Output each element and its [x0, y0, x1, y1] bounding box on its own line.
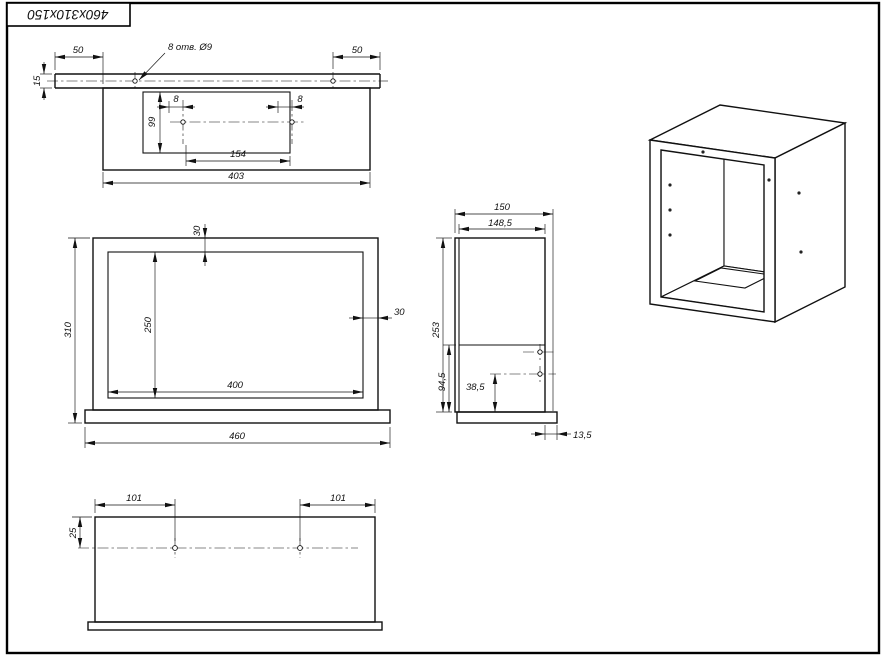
dim-label-154: 154 [230, 149, 246, 160]
iso-right-face [774, 121, 846, 324]
cutout-hole-left [180, 119, 186, 125]
iso-side-hole-dot [797, 191, 801, 195]
dim-label-400: 400 [227, 380, 244, 391]
dim-label-30-right: 30 [394, 307, 405, 318]
dim-label-250: 250 [143, 316, 154, 334]
title-size-label: 460x310x150 [27, 7, 109, 22]
front-view: 30 310 250 30 400 460 [63, 224, 405, 448]
dim-label-101-right: 101 [330, 493, 346, 504]
side-view-flange [456, 411, 558, 424]
dim-label-8-left: 8 [173, 94, 179, 105]
dim-label-15: 15 [32, 75, 43, 86]
side-hole-upper [537, 349, 543, 355]
iso-floor-cutout [693, 267, 764, 289]
sheet-frame: 460x310x150 [5, 1, 881, 655]
dim-label-460: 460 [229, 431, 246, 442]
flange-hole-right [330, 78, 336, 84]
dim-label-50-right: 50 [352, 45, 363, 56]
front-view-flange [84, 409, 391, 424]
top-view-cutout [142, 91, 291, 154]
dim-label-99: 99 [147, 116, 158, 127]
bottom-view-base [87, 621, 383, 631]
bottom-view-outline [94, 516, 376, 623]
iso-side-hole-dot [799, 250, 803, 254]
side-hole-lower [537, 371, 543, 377]
dim-label-403: 403 [228, 171, 245, 182]
dim-label-101-left: 101 [126, 493, 142, 504]
title-block [6, 2, 131, 27]
side-view: 150 148,5 253 94,5 38,5 13,5 [431, 202, 592, 441]
dim-label-30-top: 30 [192, 225, 203, 236]
front-view-opening [107, 251, 364, 399]
flange-hole-left [132, 78, 138, 84]
dim-label-13-5: 13,5 [573, 430, 592, 441]
isometric-view [647, 104, 848, 324]
iso-opening [660, 149, 765, 313]
dim-label-8-right: 8 [297, 94, 303, 105]
iso-flange-hole-dot [701, 150, 705, 154]
mount-hole-left [172, 545, 178, 551]
dim-label-38-5: 38,5 [466, 382, 485, 393]
bottom-view: 101 101 25 [68, 493, 383, 631]
dim-label-25: 25 [68, 527, 79, 539]
border-frame [5, 1, 881, 655]
holes-note-label: 8 отв. Ø9 [168, 42, 213, 53]
dim-label-253: 253 [431, 321, 442, 339]
dim-label-150: 150 [494, 202, 511, 213]
dim-label-310: 310 [63, 321, 74, 338]
dim-label-50-left: 50 [73, 45, 84, 56]
top-view-body [102, 87, 371, 171]
top-view: 50 50 8 отв. Ø9 15 99 8 8 154 [32, 42, 388, 188]
cutout-hole-right [289, 119, 295, 125]
dim-label-94-5: 94,5 [437, 372, 448, 391]
iso-flange-hole-dot [767, 178, 771, 182]
mount-hole-right [297, 545, 303, 551]
dim-label-148-5: 148,5 [488, 218, 512, 229]
